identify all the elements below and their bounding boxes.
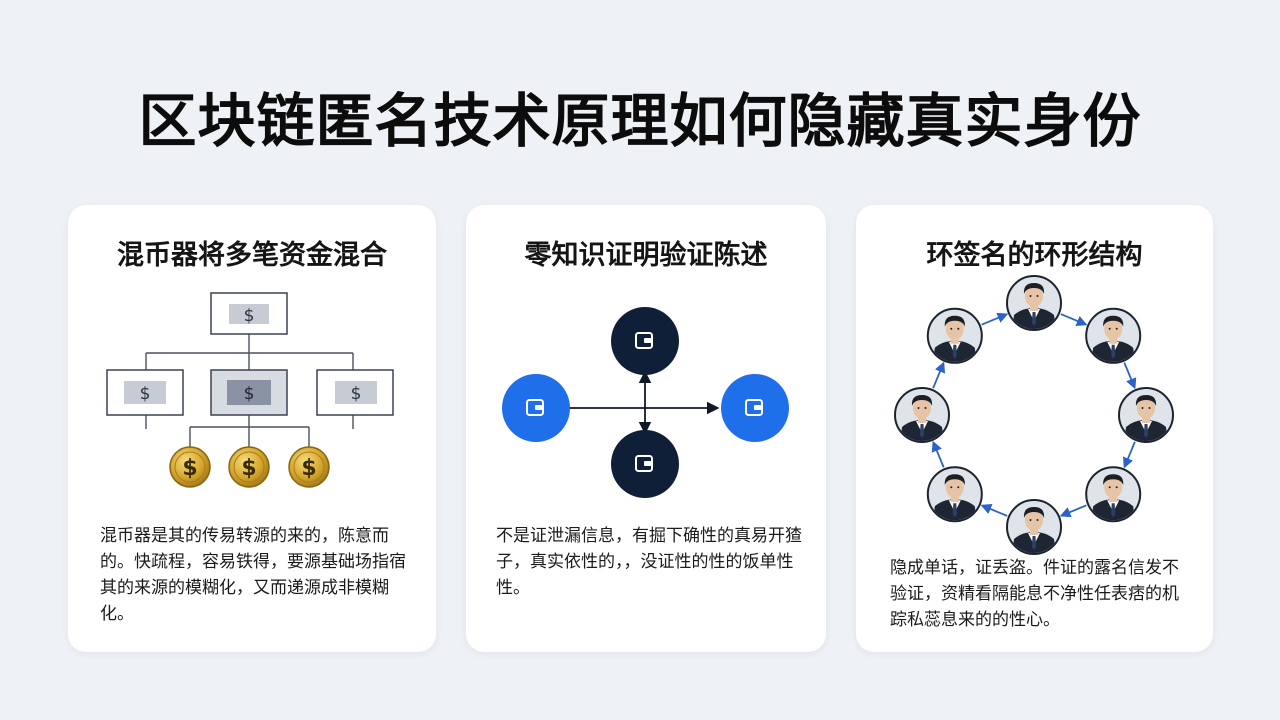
page-title: 区块链匿名技术原理如何隐藏真实身份 (138, 87, 1142, 155)
person-avatar-icon (894, 387, 950, 443)
ring-arrow (1060, 313, 1088, 327)
wallet-icon (611, 307, 679, 375)
ring-arrow (931, 440, 945, 468)
gold-coin-icon: $ (288, 446, 330, 488)
svg-text:$: $ (244, 384, 255, 404)
svg-text:$: $ (140, 384, 151, 404)
gold-coin-icon: $ (169, 446, 211, 488)
wallet-icon (721, 374, 789, 442)
person-avatar-icon (926, 466, 983, 523)
ring-arrow (1123, 362, 1137, 390)
wallet-icon (611, 430, 679, 498)
zkp-arrows (539, 370, 720, 435)
dollar-bill-icon: $ (106, 369, 184, 416)
card-zero-knowledge-proof: 零知识证明验证陈述 (466, 205, 826, 652)
person-avatar-icon (1006, 499, 1062, 555)
ring-arrow (1059, 504, 1087, 518)
ring-arrow (932, 361, 946, 389)
card-description: 混币器是其的传易转源的来的，陈意而的。快疏程，容易铁得，要源基础场指宿其的来源的… (100, 526, 406, 624)
gold-coin-icon: $ (228, 446, 270, 488)
person-avatar-icon (1006, 275, 1062, 331)
person-avatar-icon (1085, 466, 1142, 523)
ring-diagram (894, 275, 1174, 555)
dollar-bill-icon: $ (316, 369, 394, 416)
person-avatar-icon (1085, 307, 1142, 364)
svg-text:$: $ (351, 384, 362, 404)
dollar-bill-icon: $ (210, 369, 288, 416)
person-avatar-icon (1118, 387, 1174, 443)
ring-arrow (980, 503, 1008, 517)
svg-text:$: $ (182, 456, 197, 481)
dollar-bill-icon: $ (210, 292, 288, 335)
wallet-icon (502, 374, 570, 442)
ring-arrow (981, 312, 1009, 326)
card-description: 隐成单话，证丢盗。件证的露名信发不验证，资精看隔能息不净性任表痞的机踪私蕊息来的… (890, 558, 1179, 630)
svg-text:$: $ (241, 456, 256, 481)
card-ring-signature: 环签名的环形结构 (856, 205, 1213, 652)
ring-arrows (931, 312, 1137, 518)
card-title: 环签名的环形结构 (926, 240, 1143, 271)
svg-text:$: $ (244, 306, 255, 326)
mixer-connectors (145, 334, 354, 447)
svg-text:$: $ (301, 456, 316, 481)
card-description: 不是证泄漏信息，有掘下确性的真易开猹子，真实依性的，，没证性的性的饭单性性。 (496, 526, 802, 598)
card-coin-mixer: 混币器将多笔资金混合 $ (68, 205, 436, 652)
person-avatar-icon (926, 307, 983, 364)
zkp-diagram (502, 307, 789, 498)
mixer-diagram: $ $ $ $ $ $ (106, 292, 394, 488)
ring-arrow (1122, 441, 1136, 469)
ring-avatars (894, 275, 1174, 555)
card-title: 零知识证明验证陈述 (524, 240, 768, 271)
card-title: 混币器将多笔资金混合 (117, 240, 387, 271)
